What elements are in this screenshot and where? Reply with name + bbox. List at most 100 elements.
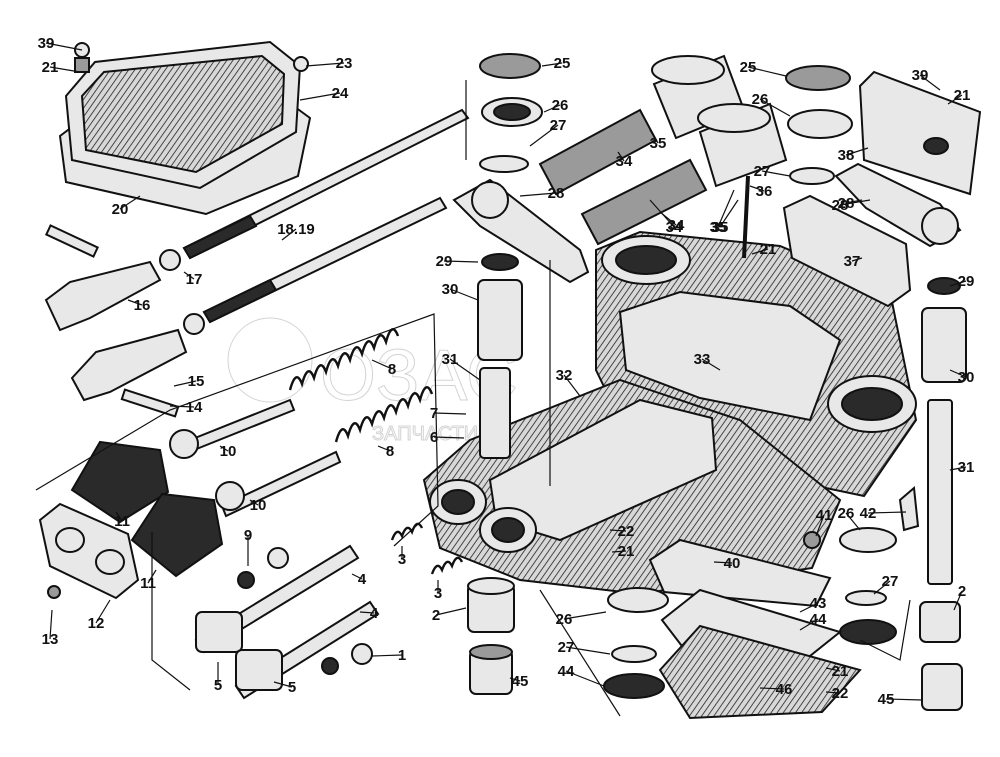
callout-label: 22: [832, 685, 849, 702]
callout-leader: [147, 569, 157, 584]
callout-leader: [825, 691, 841, 694]
callout-label: 43: [810, 595, 827, 612]
callout-label: 13: [42, 631, 59, 648]
callout-label: 11: [140, 575, 156, 592]
callout-leader: [119, 195, 141, 210]
callout-label: 21: [954, 87, 971, 104]
bushings-2-45: [467, 577, 963, 711]
callout-label: 22: [618, 523, 635, 540]
callout-leader: [759, 687, 785, 690]
callout-leader: [49, 66, 81, 73]
callout-leader: [617, 151, 625, 162]
callout-label: 8: [388, 361, 396, 378]
callout-leader: [563, 374, 581, 397]
base-plates-40-43-46: [648, 538, 862, 720]
callout-leader: [449, 288, 479, 301]
callout-leader: [273, 681, 293, 688]
callout-label: 34: [616, 153, 633, 170]
callout-label: 10: [250, 497, 267, 514]
callout-leader: [127, 299, 143, 306]
callout-leader: [449, 358, 481, 381]
callout-label: 5: [288, 679, 296, 696]
callout-leader: [115, 511, 123, 522]
callout-leader: [949, 369, 967, 378]
callout-label: 2: [432, 607, 440, 624]
callout-leader: [867, 511, 907, 514]
callout-label: 24: [332, 85, 349, 102]
callout-label: 18.19: [277, 221, 315, 238]
callout-leader: [747, 66, 787, 77]
callout-label: 45: [878, 691, 895, 708]
callout-label: 40: [724, 555, 741, 572]
callout-label: 46: [776, 681, 793, 698]
callout-label: 26: [556, 611, 573, 628]
callout-label: 29: [958, 273, 975, 290]
callout-leader: [609, 529, 627, 532]
callout-label: 42: [860, 505, 877, 522]
callout-leader: [49, 609, 53, 640]
callout-leader: [799, 618, 819, 631]
callout-label: 12: [88, 615, 105, 632]
callout-label: 28: [548, 185, 565, 202]
callout-leader: [433, 412, 467, 415]
callout-leader: [947, 94, 963, 105]
callout-leader: [949, 466, 967, 471]
watermark-sub-text: ЗАПЧАСТИ: [372, 423, 478, 445]
control-rods-18-19: [159, 108, 470, 335]
callout-leader: [845, 199, 863, 204]
callout-leader: [717, 189, 735, 228]
gasket-37: [782, 194, 912, 308]
callout-leader: [529, 124, 559, 147]
callout-label: 44: [558, 663, 575, 680]
callout-leader: [611, 550, 627, 553]
callout-leader: [249, 499, 259, 506]
callout-label: 38: [838, 147, 855, 164]
rubber-boots-11: [70, 440, 224, 578]
callout-leader: [543, 104, 561, 113]
callout-label: 17: [186, 271, 203, 288]
callout-label: 8: [386, 443, 394, 460]
callout-leader: [377, 445, 391, 452]
callout-label: 20: [112, 201, 129, 218]
callout-label: 2: [958, 583, 966, 600]
callout-label: 31: [442, 351, 459, 368]
callout-label: 28: [838, 195, 855, 212]
callout-leader: [759, 98, 791, 117]
watermark: ОЗАС ЗАПЧАСТИ: [227, 317, 518, 446]
callout-leader: [371, 359, 393, 370]
callout-label: 7: [430, 405, 438, 422]
callout-label: 30: [958, 369, 975, 386]
callout-label: 3: [434, 585, 442, 602]
callout-leader: [851, 257, 863, 262]
caps-rings-25-26-27: [479, 53, 897, 699]
callout-label: 11: [114, 513, 130, 530]
callout-label: 37: [844, 253, 861, 270]
callout-label: 30: [442, 281, 459, 298]
callout-label: 35: [712, 219, 729, 236]
callout-leader: [169, 405, 195, 408]
callout-leader: [719, 199, 739, 228]
callout-label: 27: [550, 117, 567, 134]
callout-leader: [659, 211, 677, 226]
callout-label: 25: [554, 55, 571, 72]
callout-label: 28: [832, 197, 849, 214]
callout-leader: [949, 280, 967, 287]
cover-plate-24: [58, 40, 312, 216]
callout-label: 27: [882, 573, 899, 590]
callout-label: 23: [336, 55, 353, 72]
callout-leader: [825, 667, 841, 672]
callout-label: 14: [186, 399, 203, 416]
callout-leader: [371, 654, 403, 657]
callout-leader: [749, 185, 765, 192]
callout-leader: [761, 170, 791, 177]
callout-leader: [443, 260, 479, 263]
callout-label: 25: [740, 59, 757, 76]
callout-leader: [815, 514, 825, 537]
callout-leader: [433, 436, 465, 439]
callout-label: 10: [220, 443, 237, 460]
callout-leader: [953, 590, 963, 611]
callout-leader: [563, 611, 607, 620]
callout-label: 21: [42, 59, 59, 76]
